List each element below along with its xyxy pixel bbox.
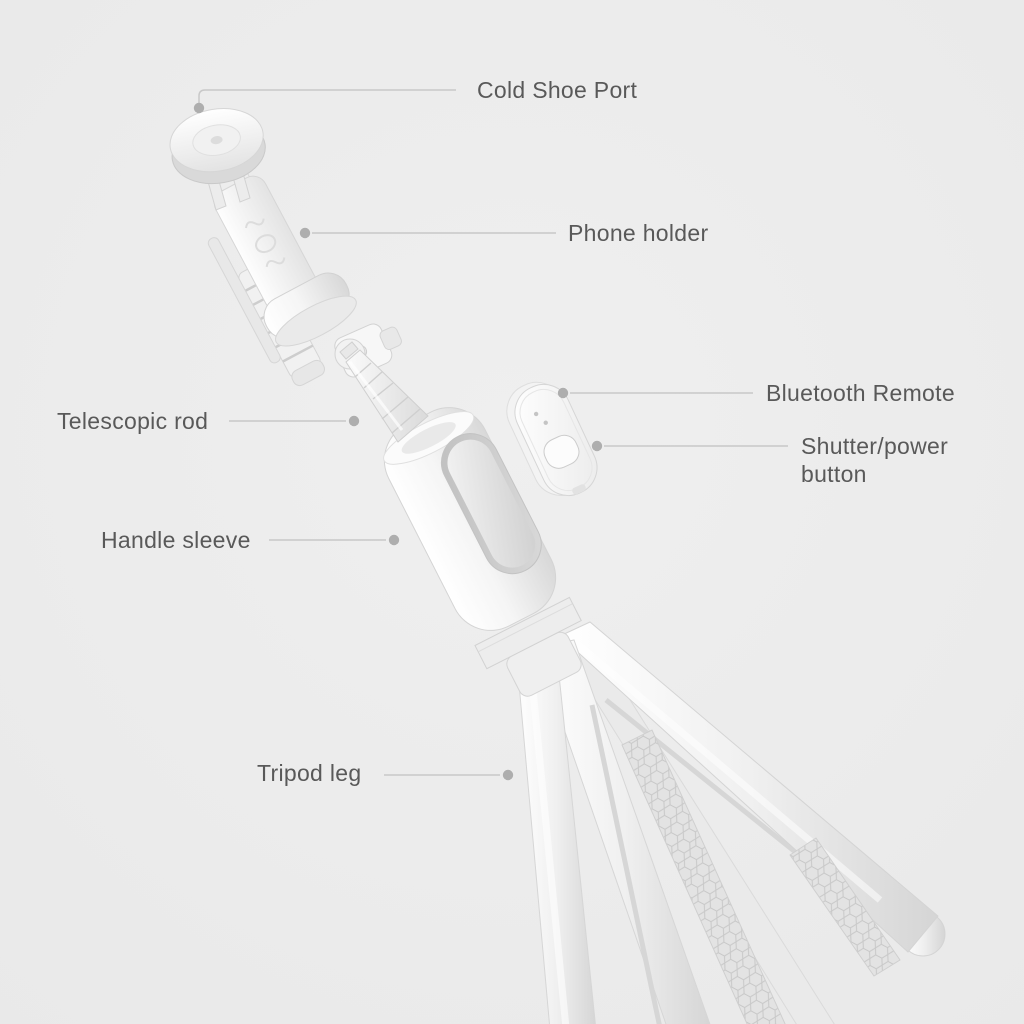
phone-holder-clamp	[207, 160, 357, 364]
label-telescopic-rod: Telescopic rod	[57, 408, 209, 434]
leader-dot-phone-holder	[299, 227, 311, 239]
label-phone-holder: Phone holder	[568, 220, 709, 246]
shutter-button-part	[543, 434, 580, 469]
remote-led	[533, 411, 539, 417]
cold-shoe-mount	[169, 108, 266, 211]
hinge-knob	[379, 326, 402, 350]
label-shutter-line1: Shutter/power	[801, 433, 949, 459]
handle-sleeve-part	[383, 407, 582, 697]
tripod-strut	[589, 704, 662, 1024]
remote-mic-hole	[543, 420, 548, 425]
rod-tip-segment	[339, 341, 359, 360]
collar-seam	[477, 603, 573, 653]
leg-highlight	[526, 659, 570, 1024]
rod-highlight	[348, 361, 404, 431]
leader-dot-handle-sleeve	[388, 534, 400, 546]
label-cold-shoe-port: Cold Shoe Port	[477, 77, 638, 103]
leader-dots	[193, 102, 603, 781]
cold-shoe-disc	[169, 108, 266, 185]
clamp-cradle-lip	[275, 295, 357, 347]
leader-dot-cold-shoe	[193, 102, 205, 114]
honeycomb-panel	[789, 837, 901, 977]
label-shutter-power-button: Shutter/power button	[801, 432, 948, 488]
honeycomb-panel	[621, 729, 786, 1024]
leader-dot-tripod-leg	[502, 769, 514, 781]
leader-cold-shoe	[198, 89, 456, 103]
brand-mark	[245, 218, 286, 268]
handle-top-inner	[401, 422, 456, 454]
label-handle-sleeve: Handle sleeve	[101, 527, 251, 553]
clamp-rail	[207, 237, 281, 364]
bluetooth-remote-part	[506, 381, 598, 497]
label-tripod-leg: Tripod leg	[257, 760, 362, 786]
leader-lines	[198, 89, 788, 776]
tripod-legs	[515, 621, 946, 1024]
label-shutter-line2: button	[801, 461, 867, 487]
leader-dot-bluetooth-remote	[557, 387, 569, 399]
leader-dot-shutter-button	[591, 440, 603, 452]
leader-dot-telescopic-rod	[348, 415, 360, 427]
label-bluetooth-remote: Bluetooth Remote	[766, 380, 955, 406]
handle-collar	[474, 596, 582, 670]
remote-notch	[572, 484, 586, 495]
telescopic-rod-part	[339, 341, 429, 443]
remote-dock-slot-inner	[447, 439, 536, 568]
